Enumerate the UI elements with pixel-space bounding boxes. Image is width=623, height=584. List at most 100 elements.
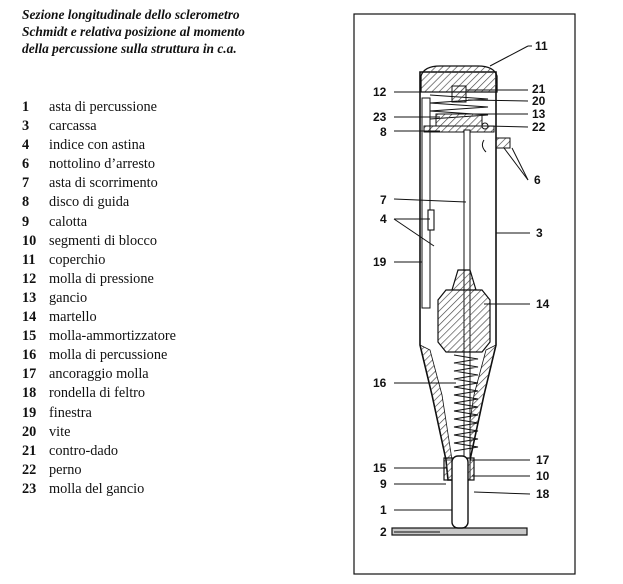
legend-number: 22 (22, 461, 37, 478)
legend-number: 1 (22, 99, 30, 115)
label-11: 11 (535, 39, 548, 53)
legend-item: 19 finestra (22, 404, 322, 423)
legend-item: 11 coperchio (22, 251, 322, 270)
diagram-labels: 11 12 21 20 23 13 22 8 6 7 4 3 19 14 16 … (373, 39, 550, 539)
caption-line: Sezione longitudinale dello sclerometro (22, 7, 240, 22)
legend-number: 16 (22, 347, 37, 364)
legend-item: 16 molla di percussione (22, 346, 322, 365)
adjusting-screw (451, 85, 467, 103)
legend-number: 17 (22, 366, 37, 383)
legend-text: contro-dado (49, 442, 119, 459)
legend-number: 9 (22, 213, 30, 230)
leader-lines (393, 45, 532, 533)
label-7: 7 (380, 193, 387, 207)
legend-text: vite (49, 423, 71, 440)
legend-text: martello (49, 309, 97, 326)
legend-number: 14 (22, 309, 37, 326)
label-21: 21 (532, 82, 546, 96)
label-3: 3 (536, 226, 543, 240)
stop-latch (495, 137, 511, 149)
legend-item: 21 contro-dado (22, 442, 322, 461)
hook (435, 113, 483, 127)
legend-text: coperchio (49, 251, 106, 268)
legend-item: 18 rondella di feltro (22, 384, 322, 403)
legend-text: gancio (49, 289, 88, 306)
label-2: 2 (380, 525, 387, 539)
legend-text: molla del gancio (49, 480, 145, 497)
label-23: 23 (373, 110, 387, 124)
legend-text: molla-ammortizzatore (49, 328, 177, 345)
label-17: 17 (536, 453, 550, 467)
legend-number: 21 (22, 442, 37, 459)
latch-detail (481, 139, 487, 153)
legend-text: carcassa (49, 118, 97, 135)
label-9: 9 (380, 477, 387, 491)
figure-caption: Sezione longitudinale dello sclerometro … (22, 6, 322, 57)
sclerometer-section-diagram: 11 12 21 20 23 13 22 8 6 7 4 3 19 14 16 … (353, 13, 576, 575)
caption-line: della percussione sulla struttura in c.a… (22, 41, 237, 56)
legend-text: perno (49, 461, 82, 478)
label-10: 10 (536, 469, 550, 483)
legend-number: 12 (22, 270, 37, 287)
legend-number: 13 (22, 289, 37, 306)
legend-text: ancoraggio molla (49, 366, 149, 383)
label-22: 22 (532, 120, 546, 134)
legend-item: 22 perno (22, 461, 322, 480)
hammer (437, 269, 491, 353)
cap (420, 65, 498, 93)
label-16: 16 (373, 376, 387, 390)
legend-item: 9 calotta (22, 213, 322, 232)
parts-legend: 1 asta di percussione 3 carcassa 4 indice c… (22, 98, 322, 499)
label-15: 15 (373, 461, 387, 475)
legend-text: molla di pressione (49, 270, 154, 287)
guide-disk (423, 125, 495, 133)
legend-number: 15 (22, 328, 37, 345)
legend-number: 3 (22, 118, 30, 135)
legend-text: molla di percussione (49, 347, 168, 364)
legend-item: 15 molla-ammortizzatore (22, 327, 322, 346)
label-14: 14 (536, 297, 550, 311)
label-6: 6 (534, 173, 541, 187)
legend-item: 6 nottolino d’arresto (22, 155, 322, 174)
legend-number: 18 (22, 385, 37, 402)
label-18: 18 (536, 487, 550, 501)
legend-number: 23 (22, 480, 37, 497)
legend-number: 11 (22, 251, 36, 268)
legend-text: calotta (49, 213, 88, 230)
legend-number: 20 (22, 423, 37, 440)
legend-item: 1 asta di percussione (22, 98, 322, 117)
label-13: 13 (532, 107, 546, 121)
legend-item: 14 martello (22, 308, 322, 327)
label-12: 12 (373, 85, 387, 99)
label-4: 4 (380, 212, 387, 226)
legend-number: 8 (22, 194, 30, 211)
indicator-window (421, 97, 431, 309)
plunger (451, 455, 469, 529)
legend-text: asta di scorrimento (49, 175, 158, 192)
legend-number: 4 (22, 137, 30, 154)
legend-text: finestra (49, 404, 92, 421)
indicator-rider (427, 209, 435, 231)
legend-number: 10 (22, 232, 37, 249)
legend-item: 4 indice con astina (22, 136, 322, 155)
legend-item: 12 molla di pressione (22, 270, 322, 289)
legend-item: 3 carcassa (22, 117, 322, 136)
legend-text: indice con astina (49, 137, 146, 154)
legend-text: asta di percussione (49, 99, 157, 115)
legend-text: nottolino d’arresto (49, 156, 156, 173)
label-8: 8 (380, 125, 387, 139)
legend-number: 19 (22, 404, 37, 421)
legend-text: rondella di feltro (49, 385, 146, 402)
figure-frame (353, 13, 576, 575)
label-19: 19 (373, 255, 387, 269)
label-20: 20 (532, 94, 546, 108)
pressure-spring (429, 94, 489, 120)
housing-lower-wall-left (419, 344, 453, 461)
legend-item: 23 molla del gancio (22, 480, 322, 499)
legend-number: 6 (22, 156, 30, 173)
label-1: 1 (380, 503, 387, 517)
legend-text: disco di guida (49, 194, 130, 211)
legend-item: 13 gancio (22, 289, 322, 308)
